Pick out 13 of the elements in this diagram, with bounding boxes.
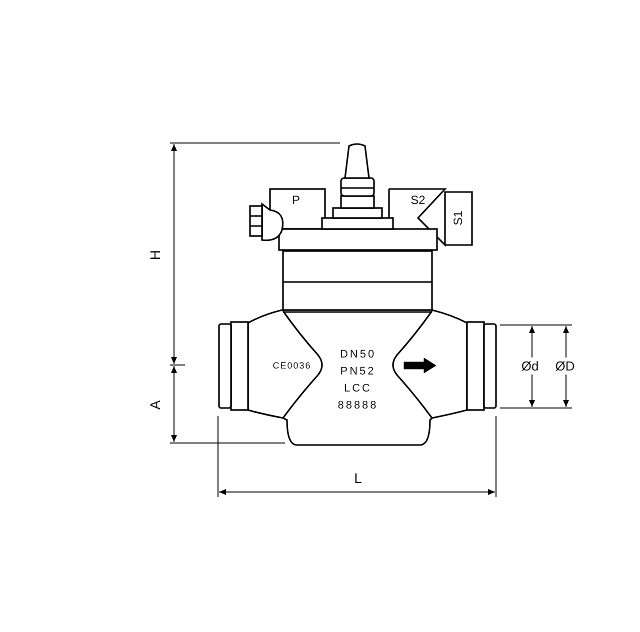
body-marking: PN52 [340,366,376,378]
dimension-label: L [354,471,362,485]
body-marking: CE0036 [272,362,312,370]
body-marking: 88888 [338,400,378,412]
dimension-label: ØD [555,358,575,374]
dimension-label: H [148,250,162,260]
body-marking: LCC [344,384,372,394]
body-marking: DN50 [340,350,376,360]
dimension-label: Ød [521,358,539,374]
port-label: S2 [410,194,426,206]
dimension-label: A [148,400,162,410]
port-label: S1 [452,210,464,226]
port-label: P [292,194,300,206]
